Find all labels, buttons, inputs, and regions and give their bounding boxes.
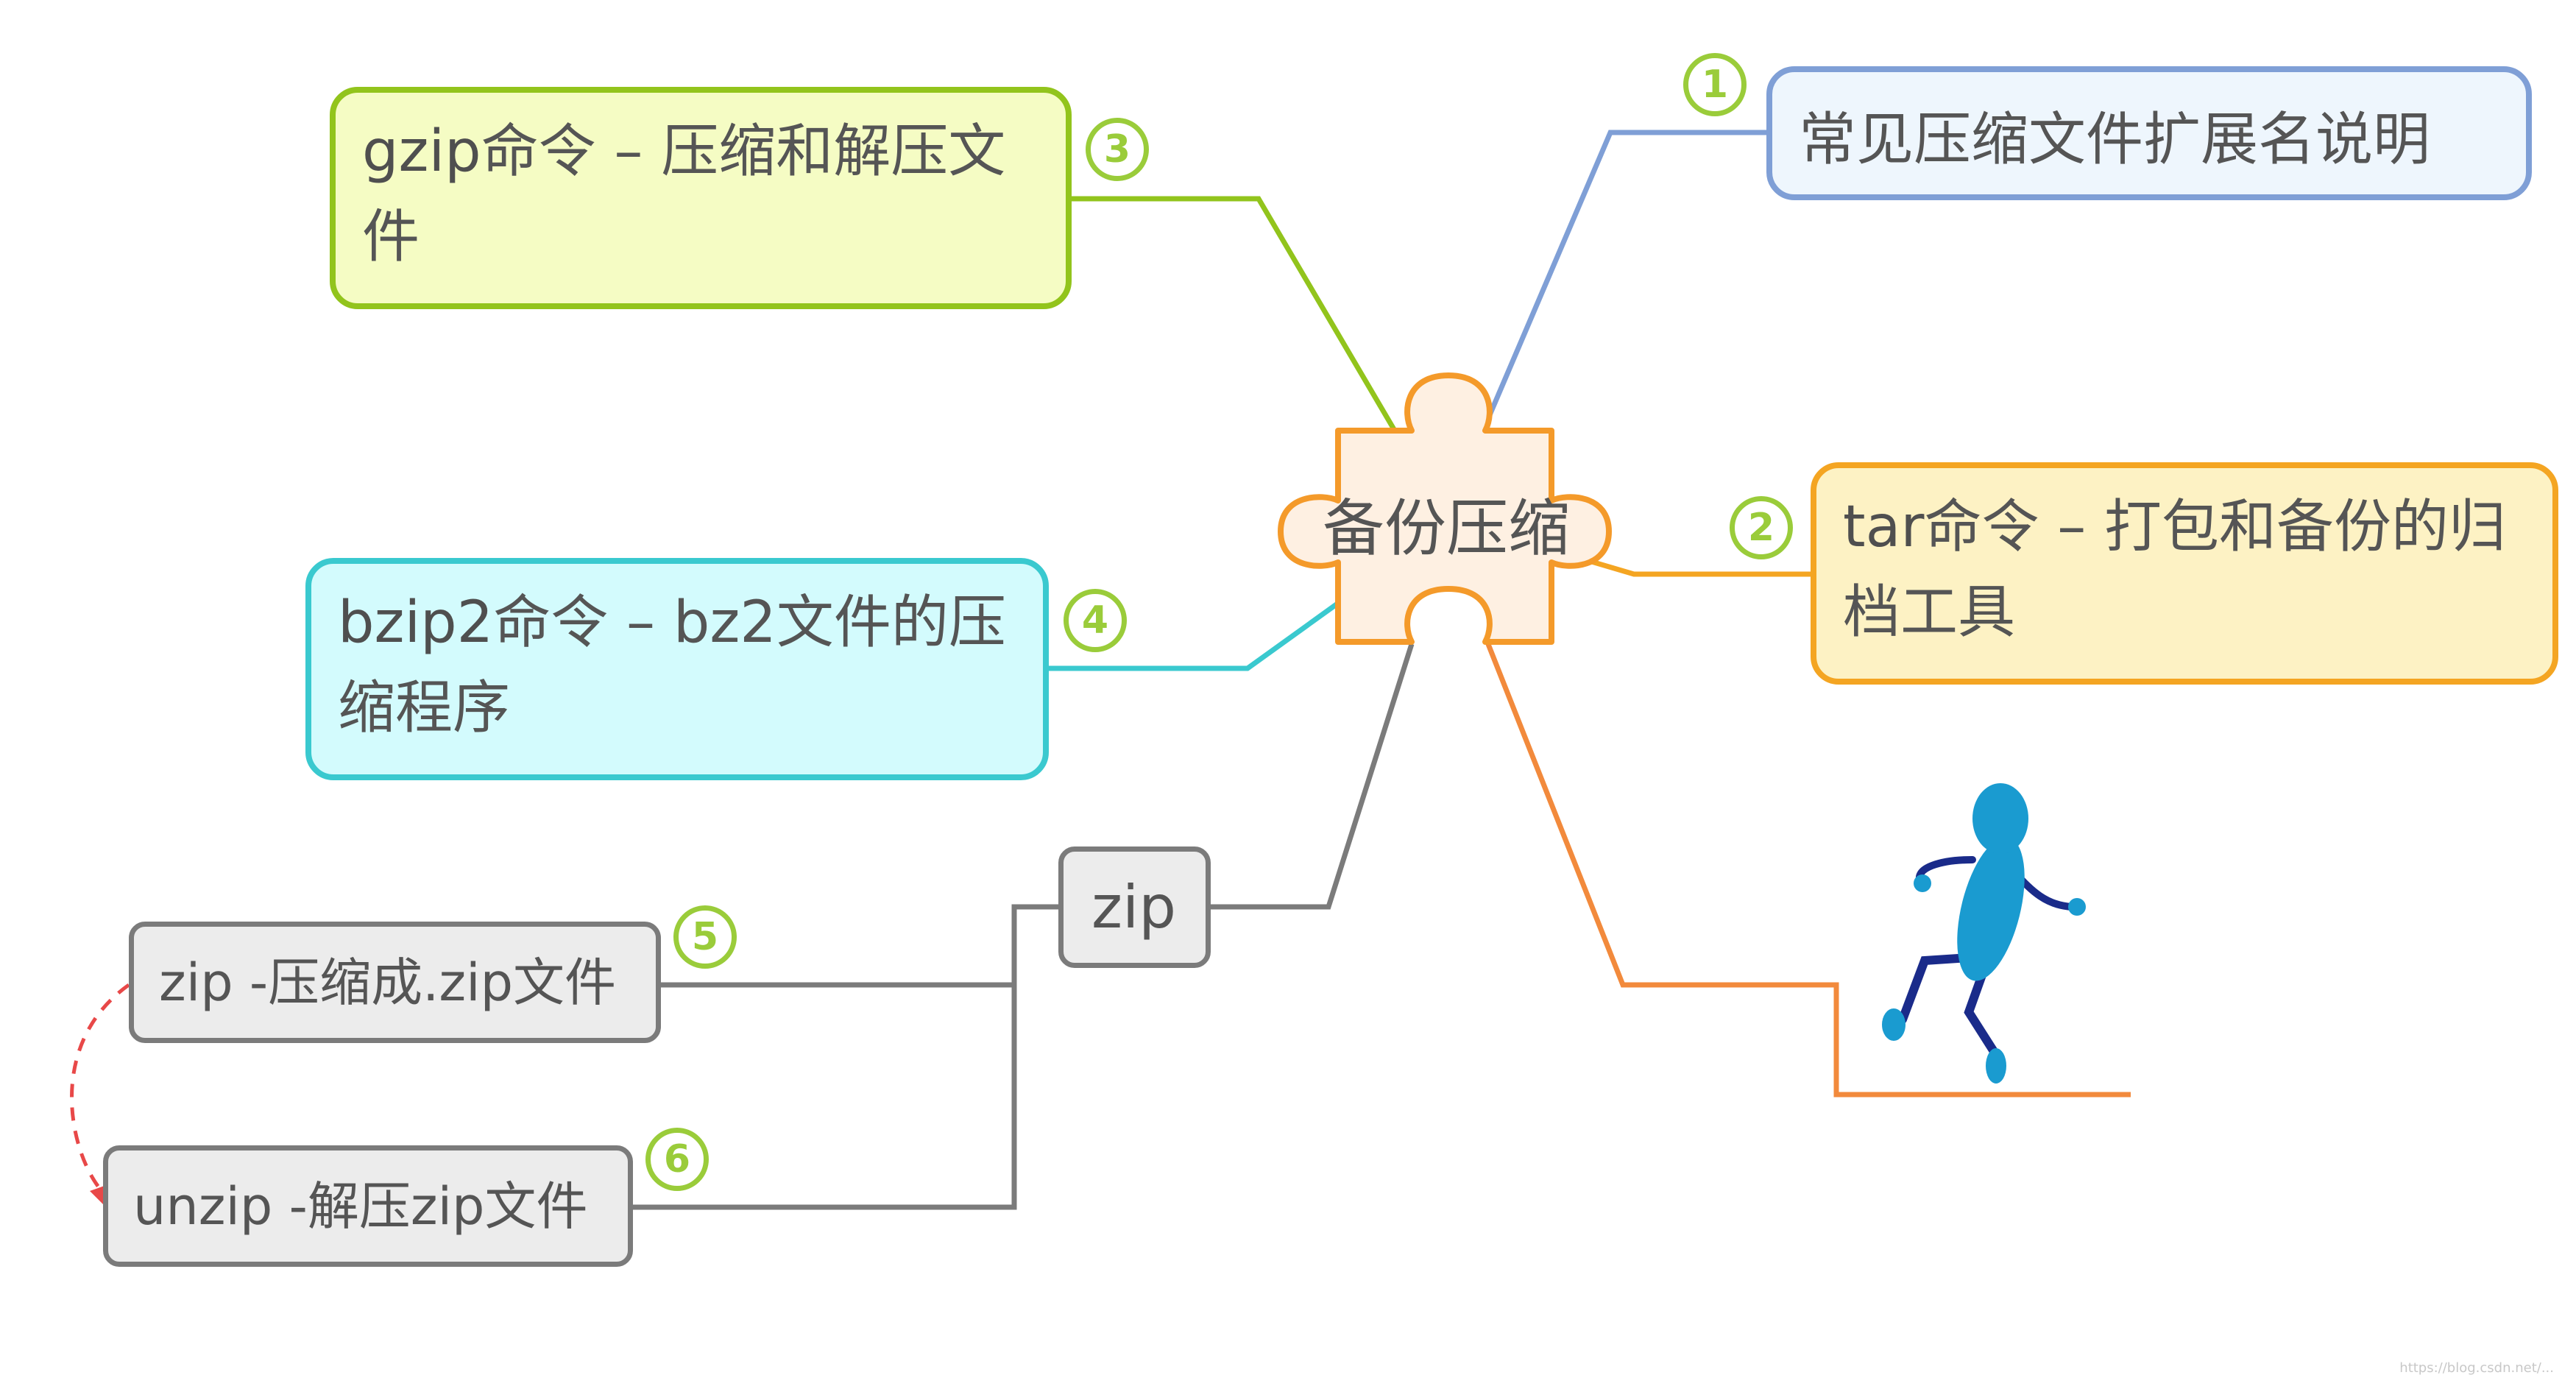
topic-text: 命令 – bz2文件的压缩程序 [338, 590, 1006, 741]
connector-topic-3 [1071, 196, 1398, 432]
topic-bzip2[interactable]: bzip2命令 – bz2文件的压缩程序 [305, 558, 1049, 780]
command-name: tar [1843, 494, 1925, 560]
topic-text: 命令 – 打包和备份的归档工具 [1843, 494, 2507, 646]
connector-topic-1 [1480, 130, 1766, 432]
badge-4: 4 [1064, 589, 1127, 652]
watermark: https://blog.csdn.net/... [2399, 1360, 2554, 1376]
connector-runner [1484, 639, 2131, 1098]
badge-1: 1 [1683, 53, 1747, 116]
central-topic[interactable]: 备份压缩 [1322, 492, 1570, 565]
zip-compress-node[interactable]: zip -压缩成.zip文件 [129, 922, 661, 1043]
topic-tar[interactable]: tar命令 – 打包和备份的归档工具 [1811, 462, 2558, 685]
topic-text: 命令 – 压缩和解压文件 [362, 119, 1006, 270]
command-name: bzip2 [338, 590, 494, 656]
badge-3: 3 [1086, 118, 1149, 181]
badge-5: 5 [673, 905, 737, 969]
connector-zip [1211, 643, 1415, 910]
topic-zip[interactable]: zip [1058, 847, 1211, 968]
connector-zip-children [633, 904, 1060, 1210]
puzzle-piece-icon [1278, 372, 1612, 645]
running-man-icon [1882, 783, 2086, 1084]
topic-file-extensions[interactable]: 常见压缩文件扩展名说明 [1766, 66, 2532, 200]
topic-gzip[interactable]: gzip命令 – 压缩和解压文件 [330, 87, 1072, 309]
topic-text: 常见压缩文件扩展名说明 [1799, 107, 2431, 173]
unzip-node[interactable]: unzip -解压zip文件 [103, 1145, 633, 1267]
badge-6: 6 [645, 1128, 709, 1191]
connector-topic-4 [1049, 600, 1342, 671]
badge-2: 2 [1730, 496, 1793, 559]
command-name: gzip [362, 119, 481, 185]
